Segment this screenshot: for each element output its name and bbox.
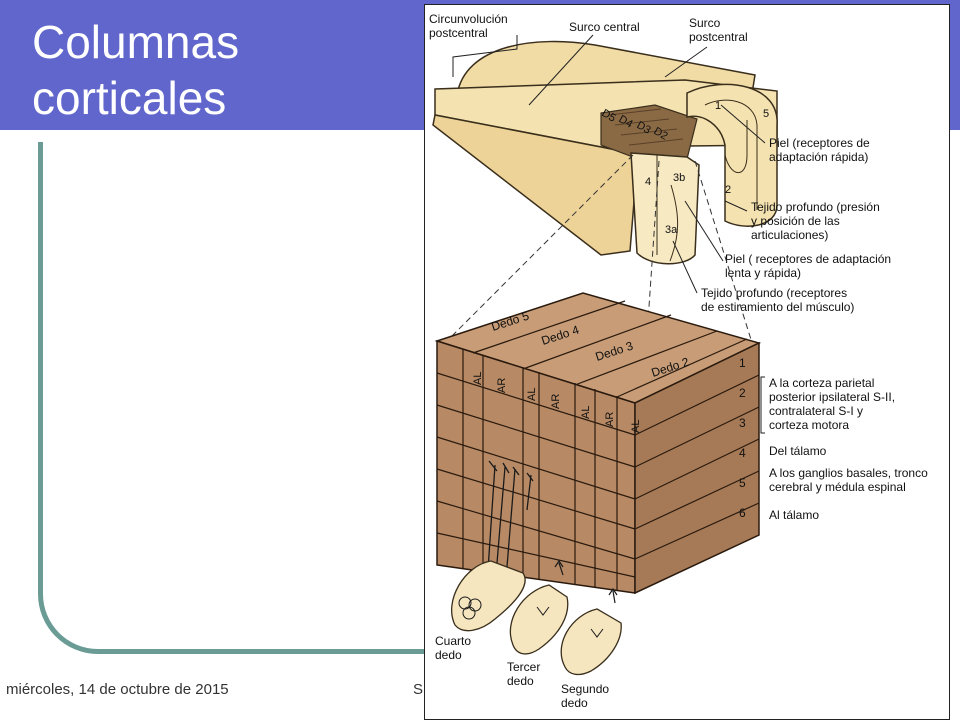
- finger-label-cuarto-1: Cuarto: [435, 634, 471, 648]
- fingertip-segundo: [560, 608, 622, 676]
- fingertips: Cuarto dedo Tercer dedo Segundo dedo: [435, 559, 622, 710]
- column-block: Dedo 5 Dedo 4 Dedo 3 Dedo 2 AL AR AL AR …: [434, 292, 762, 595]
- layer-label-ganglios-1: A los ganglios basales, tronco: [769, 466, 928, 480]
- label-circunvolucion-1: Circunvolución: [429, 12, 508, 26]
- label-piel-lenta-1: Piel ( receptores de adaptación: [725, 252, 891, 266]
- label-circunvolucion-2: postcentral: [429, 26, 488, 40]
- column-label-ar-3: AR: [604, 412, 616, 427]
- layer-numbers: 1 2 3 4 5 6: [739, 356, 746, 520]
- label-surco-central: Surco central: [569, 20, 640, 34]
- fingertip-tercer: [509, 584, 569, 655]
- label-tejido-profundo-2: y posición de las: [751, 214, 840, 228]
- cortex-front-face: [432, 114, 638, 256]
- slide-title: Columnas corticales: [32, 14, 412, 126]
- footer-text: Si: [413, 681, 427, 698]
- layer-number-5: 5: [739, 476, 746, 490]
- layer-label-parietal-4: corteza motora: [769, 418, 849, 432]
- slide-title-line-2: corticales: [32, 72, 227, 124]
- label-surco-postcentral-1: Surco: [689, 16, 721, 30]
- label-tejido-profundo-1: Tejido profundo (presión: [751, 200, 880, 214]
- area-number-1: 1: [715, 100, 721, 112]
- label-tejido-profundo-3: articulaciones): [751, 228, 828, 242]
- footer-date: miércoles, 14 de octubre de 2015: [6, 681, 229, 698]
- cortex-cross-section: [630, 152, 700, 265]
- label-surco-postcentral-2: postcentral: [689, 30, 748, 44]
- column-label-al-1: AL: [472, 372, 484, 385]
- finger-label-segundo-1: Segundo: [561, 682, 609, 696]
- layer-label-parietal-2: posterior ipsilateral S-II,: [769, 390, 895, 404]
- layer-label-al-talamo: Al tálamo: [769, 508, 819, 522]
- layer-label-parietal-1: A la corteza parietal: [769, 376, 874, 390]
- fingertip-cuarto: [450, 560, 526, 632]
- column-label-al-2: AL: [526, 388, 538, 401]
- finger-label-tercer-2: dedo: [507, 674, 534, 688]
- label-piel-rapida-1: Piel (receptores de: [769, 136, 870, 150]
- area-number-3b: 3b: [673, 172, 685, 184]
- column-label-ar-2: AR: [550, 394, 562, 409]
- layer-number-6: 6: [739, 506, 746, 520]
- layer-labels: A la corteza parietal posterior ipsilate…: [760, 376, 928, 522]
- block-right-face: [634, 341, 760, 595]
- label-tejido-estiramiento-2: de estiramiento del músculo): [701, 300, 854, 314]
- label-piel-lenta-2: lenta y rápida): [725, 266, 801, 280]
- label-tejido-estiramiento-1: Tejido profundo (receptores: [701, 286, 847, 300]
- cortical-columns-figure: D5 D4 D3 D2 1 5 2 4 3b 3a Circunvolución…: [424, 4, 950, 720]
- finger-label-segundo-2: dedo: [561, 696, 588, 710]
- cortex-section: D5 D4 D3 D2 1 5 2 4 3b 3a Circunvolución…: [429, 12, 891, 366]
- area-number-5: 5: [763, 108, 769, 120]
- layer-number-1: 1: [739, 356, 746, 370]
- gyrus-end: [686, 83, 778, 227]
- layer-label-parietal-3: contralateral S-I y: [769, 404, 863, 418]
- slide-title-line-1: Columnas: [32, 16, 240, 68]
- cortical-columns-diagram: D5 D4 D3 D2 1 5 2 4 3b 3a Circunvolución…: [429, 12, 928, 710]
- area-number-4: 4: [645, 176, 651, 188]
- finger-label-cuarto-2: dedo: [435, 648, 462, 662]
- column-label-al-3: AL: [580, 406, 592, 419]
- finger-label-tercer-1: Tercer: [507, 660, 540, 674]
- area-number-3a: 3a: [665, 224, 678, 236]
- layer-number-4: 4: [739, 446, 746, 460]
- layer-number-2: 2: [739, 386, 746, 400]
- label-piel-rapida-2: adaptación rápida): [769, 150, 868, 164]
- area-number-2: 2: [725, 184, 731, 196]
- neuron-fibers: [486, 464, 532, 592]
- layer-label-ganglios-2: cerebral y médula espinal: [769, 480, 906, 494]
- layer-label-del-talamo: Del tálamo: [769, 444, 827, 458]
- column-label-ar-1: AR: [496, 378, 508, 393]
- column-label-al-4: AL: [630, 420, 642, 433]
- layer-number-3: 3: [739, 416, 746, 430]
